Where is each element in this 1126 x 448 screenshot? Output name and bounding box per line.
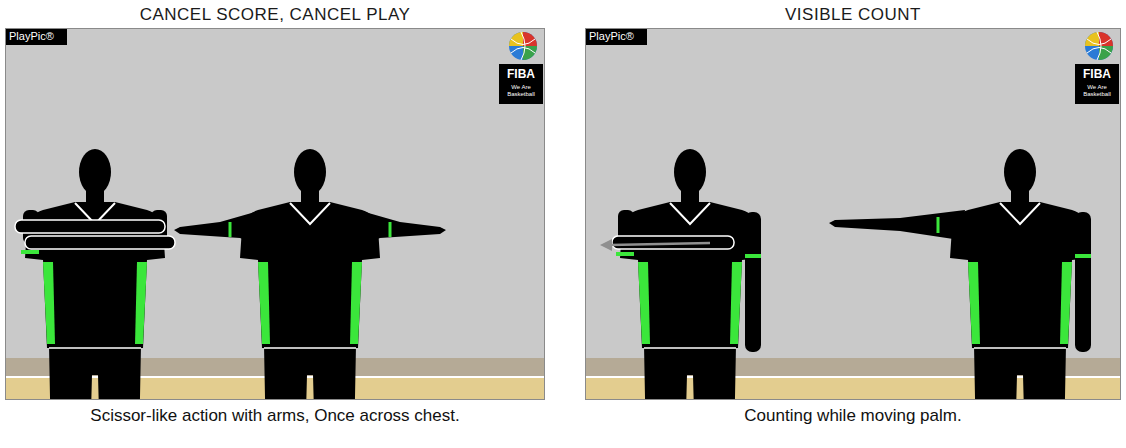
logo-tagline: We Are Basketball <box>500 84 542 98</box>
logo-text: FIBA <box>1076 68 1118 82</box>
arm-down <box>745 212 761 352</box>
referee-body <box>25 149 165 400</box>
logo-text: FIBA <box>500 68 542 82</box>
arm-down <box>1075 212 1091 352</box>
referee-figure <box>174 149 446 400</box>
playpic-badge <box>585 28 647 45</box>
signal-panel <box>585 28 1121 448</box>
forearm <box>15 220 165 233</box>
playpic-badge <box>5 28 67 45</box>
signal-caption: Scissor-like action with arms, Once acro… <box>5 406 545 426</box>
motion-arrow <box>610 243 710 245</box>
signal-caption: Counting while moving palm. <box>585 406 1121 426</box>
panel-frame <box>6 29 545 400</box>
fiba-ball-logo <box>1085 32 1113 60</box>
referee-body <box>240 149 380 400</box>
forearm <box>25 236 175 249</box>
logo-tagline: We Are Basketball <box>1076 84 1118 98</box>
arm-outstretched <box>365 212 446 244</box>
fiba-badge <box>1075 64 1119 104</box>
panel-heading: VISIBLE COUNT <box>585 5 1121 25</box>
watermark: PlayPic® <box>9 30 65 43</box>
signal-panel <box>5 28 545 448</box>
sleeve-trim <box>389 222 392 237</box>
referee-figure <box>15 149 175 400</box>
sleeve-trim <box>229 222 232 237</box>
sleeve-trim <box>937 217 940 233</box>
panel-content <box>5 28 545 400</box>
motion-arrowhead <box>600 239 612 251</box>
referee-body <box>620 149 760 400</box>
watermark: PlayPic® <box>589 30 645 43</box>
referee-figure <box>829 149 1091 400</box>
sleeve-trim <box>21 250 39 254</box>
panel-frame <box>586 29 1121 400</box>
panel-heading: CANCEL SCORE, CANCEL PLAY <box>5 5 545 25</box>
panel-content <box>585 28 1121 400</box>
referee-body <box>950 149 1090 400</box>
referee-figure <box>600 149 761 400</box>
sleeve-trim <box>616 252 634 256</box>
arm-outstretched <box>174 212 255 244</box>
fiba-badge <box>499 64 543 104</box>
fiba-ball-logo <box>509 32 537 60</box>
arm-outstretched <box>829 210 965 240</box>
